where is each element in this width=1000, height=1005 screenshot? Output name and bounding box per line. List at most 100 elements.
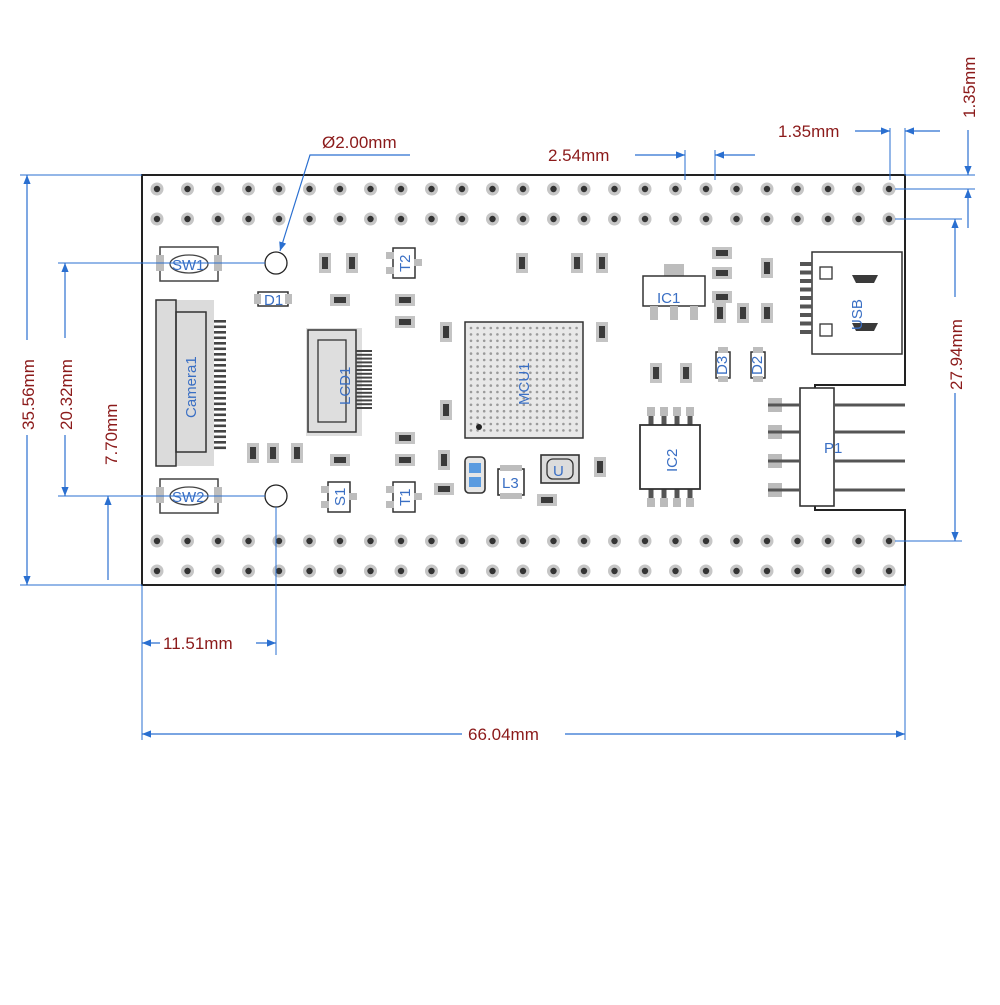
passive-part (596, 322, 608, 342)
mcu-ball (522, 377, 526, 381)
mcu-ball (555, 326, 559, 330)
mcu-ball (542, 371, 545, 375)
header-hole (855, 567, 862, 575)
header-hole (184, 567, 191, 575)
header-hole (550, 537, 557, 545)
header-hole (428, 567, 435, 575)
mcu-ball (562, 384, 565, 387)
passive-part (712, 291, 732, 303)
header-hole (489, 185, 496, 193)
header-hole (672, 215, 679, 223)
mcu-ball (502, 345, 506, 349)
mcu-ball (568, 371, 572, 375)
header-hole (275, 537, 283, 545)
mcu-ball (496, 371, 499, 375)
mcu-ball (515, 326, 519, 330)
camera-pin (214, 331, 226, 334)
mcu-ball (476, 326, 479, 330)
mcu-ball (529, 333, 532, 336)
passive-part (680, 363, 692, 383)
mcu-ball (555, 422, 559, 426)
mcu-ball (509, 333, 512, 336)
passive-body (764, 307, 770, 319)
passive-body (716, 270, 728, 276)
mcu-ball (482, 345, 486, 349)
mcu-ball (548, 352, 552, 355)
inductor-l3: L3 (497, 465, 525, 499)
header-hole (733, 185, 740, 193)
mcu-ball (502, 403, 506, 407)
header-hole (306, 185, 313, 193)
s1-label: S1 (332, 488, 349, 506)
passive-part (330, 294, 350, 306)
mcu-ball (496, 390, 499, 394)
usb-pin (800, 287, 812, 292)
mcu-ball (555, 333, 559, 336)
passive-part (596, 253, 608, 273)
passive-body (438, 486, 450, 492)
header-hole (580, 215, 588, 223)
mcu-ball (575, 422, 578, 426)
mcu-ball (548, 358, 552, 362)
mcu-ball (568, 365, 572, 368)
mounting-hole-top (264, 251, 288, 275)
mcu-ball (496, 352, 499, 355)
camera-pin (214, 342, 226, 345)
mcu-ball (496, 384, 499, 387)
mcu-ball (562, 371, 565, 375)
passive-body (399, 435, 411, 441)
passive-part (440, 400, 452, 420)
header-hole (367, 567, 374, 575)
passive-part (438, 450, 450, 470)
mcu-ball (548, 390, 552, 394)
u-label: U (553, 463, 564, 480)
dim-edge-offset-y-text: 1.35mm (960, 57, 979, 118)
mcu-ball (469, 339, 473, 343)
mcu-ball (502, 326, 506, 330)
mcu-ball (529, 429, 532, 432)
diode-d3: D3 (714, 347, 731, 382)
mcu-ball (482, 416, 486, 419)
mcu-ball (476, 339, 479, 343)
mcu-ball (502, 358, 506, 362)
mcu-ball (542, 416, 545, 419)
mcu-ball (482, 358, 486, 362)
diode-d2: D2 (749, 347, 766, 382)
passive-body (270, 447, 276, 459)
mcu-ball (529, 416, 532, 419)
mcu-ball (482, 403, 486, 407)
mcu-ball (529, 384, 532, 387)
header-hole (763, 567, 771, 575)
mcu-ball (469, 397, 473, 400)
lcd-pin (356, 395, 372, 398)
mcu-ball (502, 377, 506, 381)
mcu-ball (575, 326, 578, 330)
mcu-ball (476, 345, 479, 349)
mcu-ball (568, 333, 572, 336)
mcu-ball (496, 333, 499, 336)
mcu-ball (575, 416, 578, 419)
header-hole (794, 537, 801, 545)
mcu-bga: MCU1 (464, 321, 584, 439)
mcu-ball (515, 390, 519, 394)
lcd-pin (356, 357, 372, 360)
header-hole (489, 215, 496, 223)
mcu-ball (469, 345, 473, 349)
mcu-ball (469, 403, 473, 407)
mcu-ball (476, 416, 479, 419)
header-hole (763, 185, 771, 193)
passive-part (712, 247, 732, 259)
mcu-ball (529, 365, 532, 368)
mcu-ball (469, 429, 473, 432)
header-hole (153, 185, 161, 193)
mcu-ball (502, 397, 506, 400)
ic2-pin (687, 489, 693, 505)
passive-body (294, 447, 300, 459)
header-hole (184, 537, 191, 545)
header-hole (885, 537, 893, 545)
dim-board-height-text: 35.56mm (19, 359, 38, 430)
mcu-ball (575, 384, 578, 387)
header-hole (611, 215, 618, 223)
ic2-pad (660, 407, 668, 416)
